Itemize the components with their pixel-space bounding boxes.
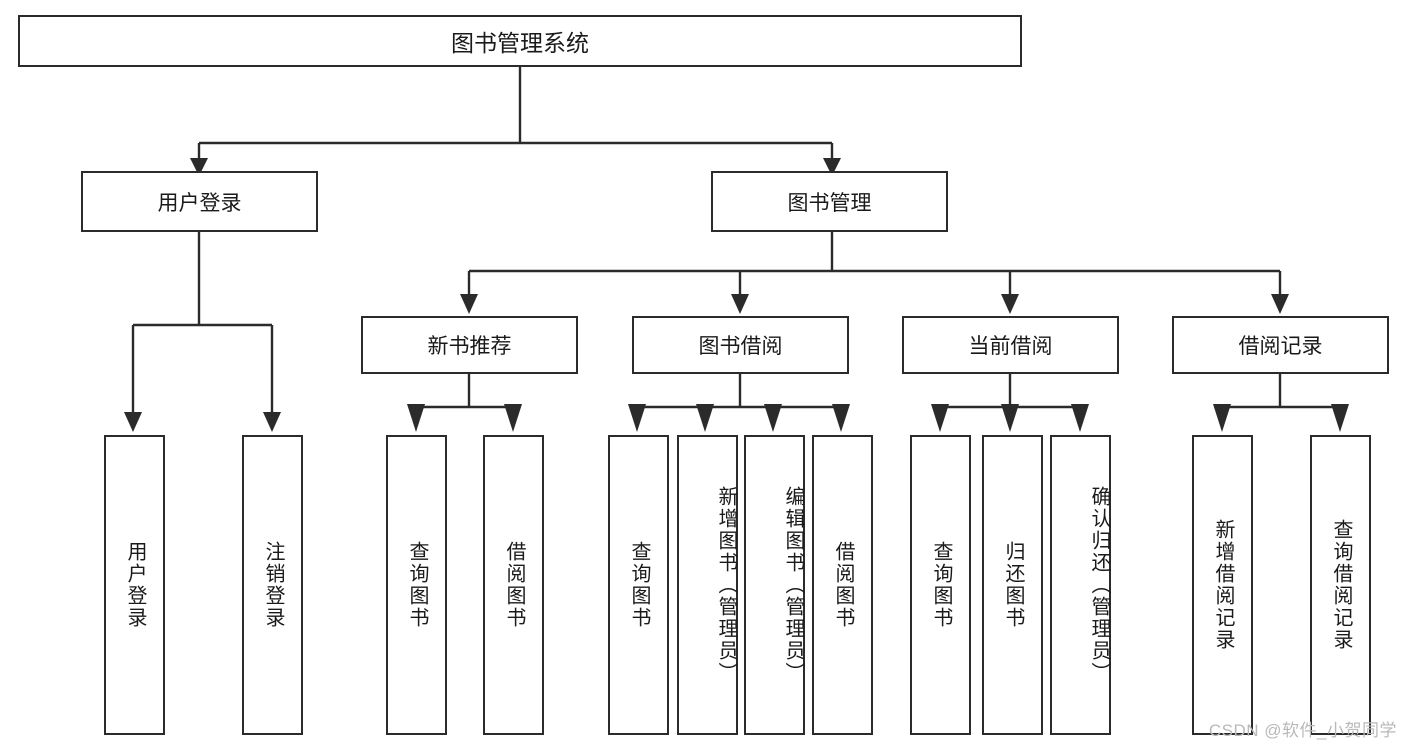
leaf-add-book-admin[interactable]: 新增图书（管理员） — [677, 435, 738, 735]
node-label: 查询借阅记录 — [1330, 519, 1352, 651]
leaf-query-borrow-record[interactable]: 查询借阅记录 — [1310, 435, 1371, 735]
leaf-return-book[interactable]: 归还图书 — [982, 435, 1043, 735]
node-new-book-recommendation[interactable]: 新书推荐 — [361, 316, 578, 374]
node-book-management[interactable]: 图书管理 — [711, 171, 948, 232]
node-label: 图书管理系统 — [451, 30, 589, 56]
node-label: 编辑图书（管理员） — [782, 486, 804, 684]
node-label: 查询图书 — [406, 541, 428, 629]
node-label: 借阅记录 — [1238, 335, 1323, 358]
leaf-add-borrow-record[interactable]: 新增借阅记录 — [1192, 435, 1253, 735]
node-label: 查询图书 — [930, 541, 952, 629]
node-borrow-records[interactable]: 借阅记录 — [1172, 316, 1389, 374]
leaf-confirm-return-admin[interactable]: 确认归还（管理员） — [1050, 435, 1111, 735]
leaf-edit-book-admin[interactable]: 编辑图书（管理员） — [744, 435, 805, 735]
node-label: 查询图书 — [628, 541, 650, 629]
leaf-query-book-borrow[interactable]: 查询图书 — [608, 435, 669, 735]
node-label: 用户登录 — [124, 541, 146, 629]
node-current-borrowing[interactable]: 当前借阅 — [902, 316, 1119, 374]
node-book-borrowing[interactable]: 图书借阅 — [632, 316, 849, 374]
watermark-text: CSDN @软件_小贺同学 — [1208, 721, 1397, 740]
leaf-logout[interactable]: 注销登录 — [242, 435, 303, 735]
node-label: 用户登录 — [157, 191, 242, 215]
leaf-user-login[interactable]: 用户登录 — [104, 435, 165, 735]
node-label: 归还图书 — [1002, 541, 1024, 629]
node-user-login[interactable]: 用户登录 — [81, 171, 318, 232]
node-label: 借阅图书 — [832, 541, 854, 629]
node-root-system[interactable]: 图书管理系统 — [18, 15, 1022, 67]
node-label: 确认归还（管理员） — [1088, 486, 1110, 684]
leaf-borrow-book-rec[interactable]: 借阅图书 — [483, 435, 544, 735]
node-label: 新增图书（管理员） — [715, 486, 737, 684]
leaf-query-book-current[interactable]: 查询图书 — [910, 435, 971, 735]
leaf-borrow-book[interactable]: 借阅图书 — [812, 435, 873, 735]
node-label: 图书管理 — [787, 191, 872, 215]
node-label: 新增借阅记录 — [1212, 519, 1234, 651]
node-label: 借阅图书 — [503, 541, 525, 629]
node-label: 新书推荐 — [427, 335, 512, 358]
node-label: 当前借阅 — [968, 335, 1053, 358]
node-label: 注销登录 — [262, 541, 284, 629]
node-label: 图书借阅 — [698, 335, 783, 358]
leaf-query-book-rec[interactable]: 查询图书 — [386, 435, 447, 735]
